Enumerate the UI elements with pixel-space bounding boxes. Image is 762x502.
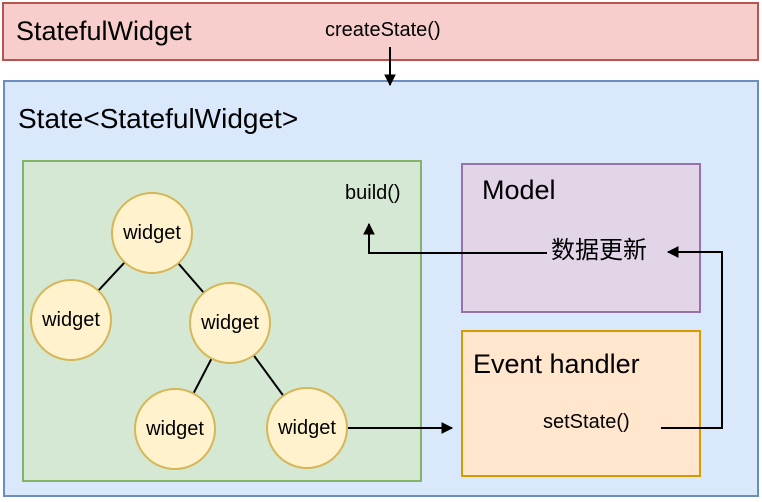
event-handler-box: Event handler setState() (461, 330, 701, 477)
widget-node-label: widget (201, 311, 259, 334)
set-state-label: setState() (543, 411, 630, 433)
create-state-label: createState() (325, 19, 441, 41)
event-handler-label: Event handler (473, 349, 640, 379)
widget-node: widget (30, 279, 112, 361)
widget-node-label: widget (278, 416, 336, 439)
widget-node: widget (111, 192, 193, 274)
build-label: build() (345, 182, 401, 204)
model-label: Model (482, 175, 556, 205)
widget-node: widget (266, 387, 348, 469)
widget-node-label: widget (42, 308, 100, 331)
widget-node-label: widget (123, 221, 181, 244)
model-box: Model 数据更新 (461, 163, 701, 313)
stateful-widget-label: StatefulWidget (16, 16, 192, 46)
data-update-label: 数据更新 (551, 237, 647, 264)
widget-node: widget (189, 282, 271, 364)
stateful-widget-box: StatefulWidget createState() (2, 2, 759, 61)
widget-node: widget (134, 388, 216, 470)
state-label: State<StatefulWidget> (18, 103, 299, 134)
widget-node-label: widget (146, 417, 204, 440)
